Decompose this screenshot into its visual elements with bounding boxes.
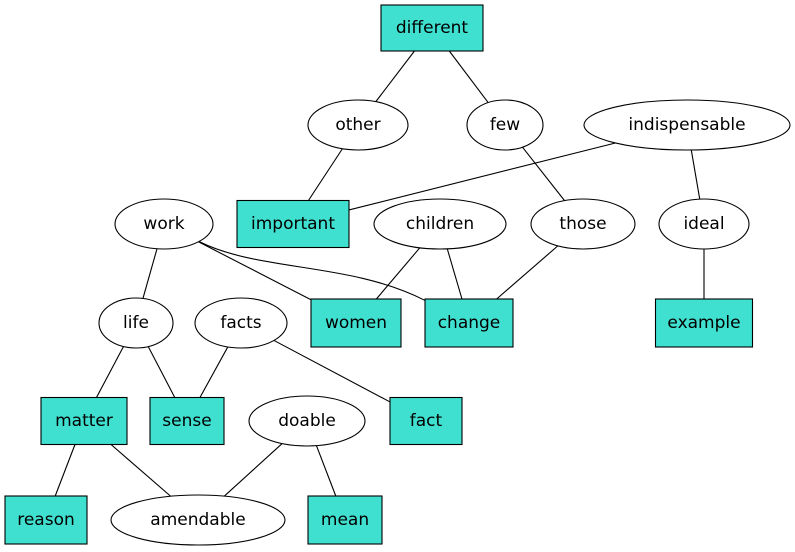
node-label: matter <box>55 411 113 431</box>
node-ellipse <box>583 99 791 151</box>
node-box <box>389 396 463 446</box>
node-work: work <box>114 198 214 250</box>
edge-matter-reason <box>54 444 76 497</box>
node-box <box>380 4 484 52</box>
edge-few-those <box>522 146 566 201</box>
node-box <box>236 199 350 249</box>
node-label: fact <box>410 411 443 431</box>
node-change: change <box>424 298 514 348</box>
edge-work-life <box>142 248 158 299</box>
node-label: work <box>143 214 184 234</box>
node-example: example <box>654 298 754 348</box>
node-box <box>310 298 402 348</box>
edge-facts-sense <box>199 346 229 398</box>
node-label: those <box>559 214 606 234</box>
node-matter: matter <box>40 396 128 446</box>
node-ellipse <box>307 99 409 151</box>
edge-work-women <box>198 241 312 301</box>
node-ellipse <box>466 99 544 151</box>
node-label: women <box>325 313 387 333</box>
edge-those-change <box>496 245 559 300</box>
node-ellipse <box>658 198 750 250</box>
edge-different-other <box>375 50 415 102</box>
node-label: reason <box>17 510 75 530</box>
node-few: few <box>466 99 544 151</box>
node-mean: mean <box>307 495 383 545</box>
edge-children-change <box>446 248 463 300</box>
node-box <box>40 396 128 446</box>
edge-matter-amendable <box>110 444 172 497</box>
node-reason: reason <box>4 495 88 545</box>
node-ellipse <box>194 297 288 349</box>
edge-different-few <box>448 50 489 103</box>
node-facts: facts <box>194 297 288 349</box>
node-label: other <box>335 115 380 135</box>
node-indispensable: indispensable <box>583 99 791 151</box>
node-label: change <box>438 313 501 333</box>
node-label: important <box>251 214 335 234</box>
node-ellipse <box>248 395 366 447</box>
node-box <box>4 495 88 545</box>
edge-doable-amendable <box>223 443 283 497</box>
node-important: important <box>236 199 350 249</box>
node-ellipse <box>373 198 507 250</box>
node-ellipse <box>114 198 214 250</box>
node-ellipse <box>110 494 286 546</box>
node-label: few <box>490 115 520 135</box>
edge-other-important <box>307 148 343 201</box>
edge-indispensable-ideal <box>690 149 701 200</box>
node-women: women <box>310 298 402 348</box>
node-label: children <box>406 214 474 234</box>
edge-work-change <box>198 241 426 301</box>
node-label: different <box>396 18 469 38</box>
node-doable: doable <box>248 395 366 447</box>
node-other: other <box>307 99 409 151</box>
node-box <box>424 298 514 348</box>
node-label: life <box>123 313 149 333</box>
node-label: doable <box>278 411 336 431</box>
edge-indispensable-important <box>348 142 616 211</box>
node-box <box>654 298 754 348</box>
node-ellipse <box>98 297 174 349</box>
node-label: mean <box>321 510 369 530</box>
edge-layer <box>54 50 705 497</box>
node-label: indispensable <box>628 115 745 135</box>
node-those: those <box>530 198 636 250</box>
edge-life-matter <box>95 346 124 398</box>
node-label: sense <box>162 411 211 431</box>
node-box <box>149 396 225 446</box>
node-different: different <box>380 4 484 52</box>
node-fact: fact <box>389 396 463 446</box>
node-layer: different other few indispensable work import… <box>4 4 791 546</box>
edge-doable-mean <box>315 445 337 497</box>
edge-facts-fact <box>273 339 391 403</box>
edge-children-women <box>375 247 421 300</box>
edge-life-sense <box>147 346 176 398</box>
node-sense: sense <box>149 396 225 446</box>
node-label: example <box>667 313 740 333</box>
node-ellipse <box>530 198 636 250</box>
node-label: amendable <box>150 510 245 530</box>
node-children: children <box>373 198 507 250</box>
node-ideal: ideal <box>658 198 750 250</box>
node-label: ideal <box>683 214 724 234</box>
node-life: life <box>98 297 174 349</box>
node-amendable: amendable <box>110 494 286 546</box>
node-box <box>307 495 383 545</box>
node-label: facts <box>220 313 261 333</box>
